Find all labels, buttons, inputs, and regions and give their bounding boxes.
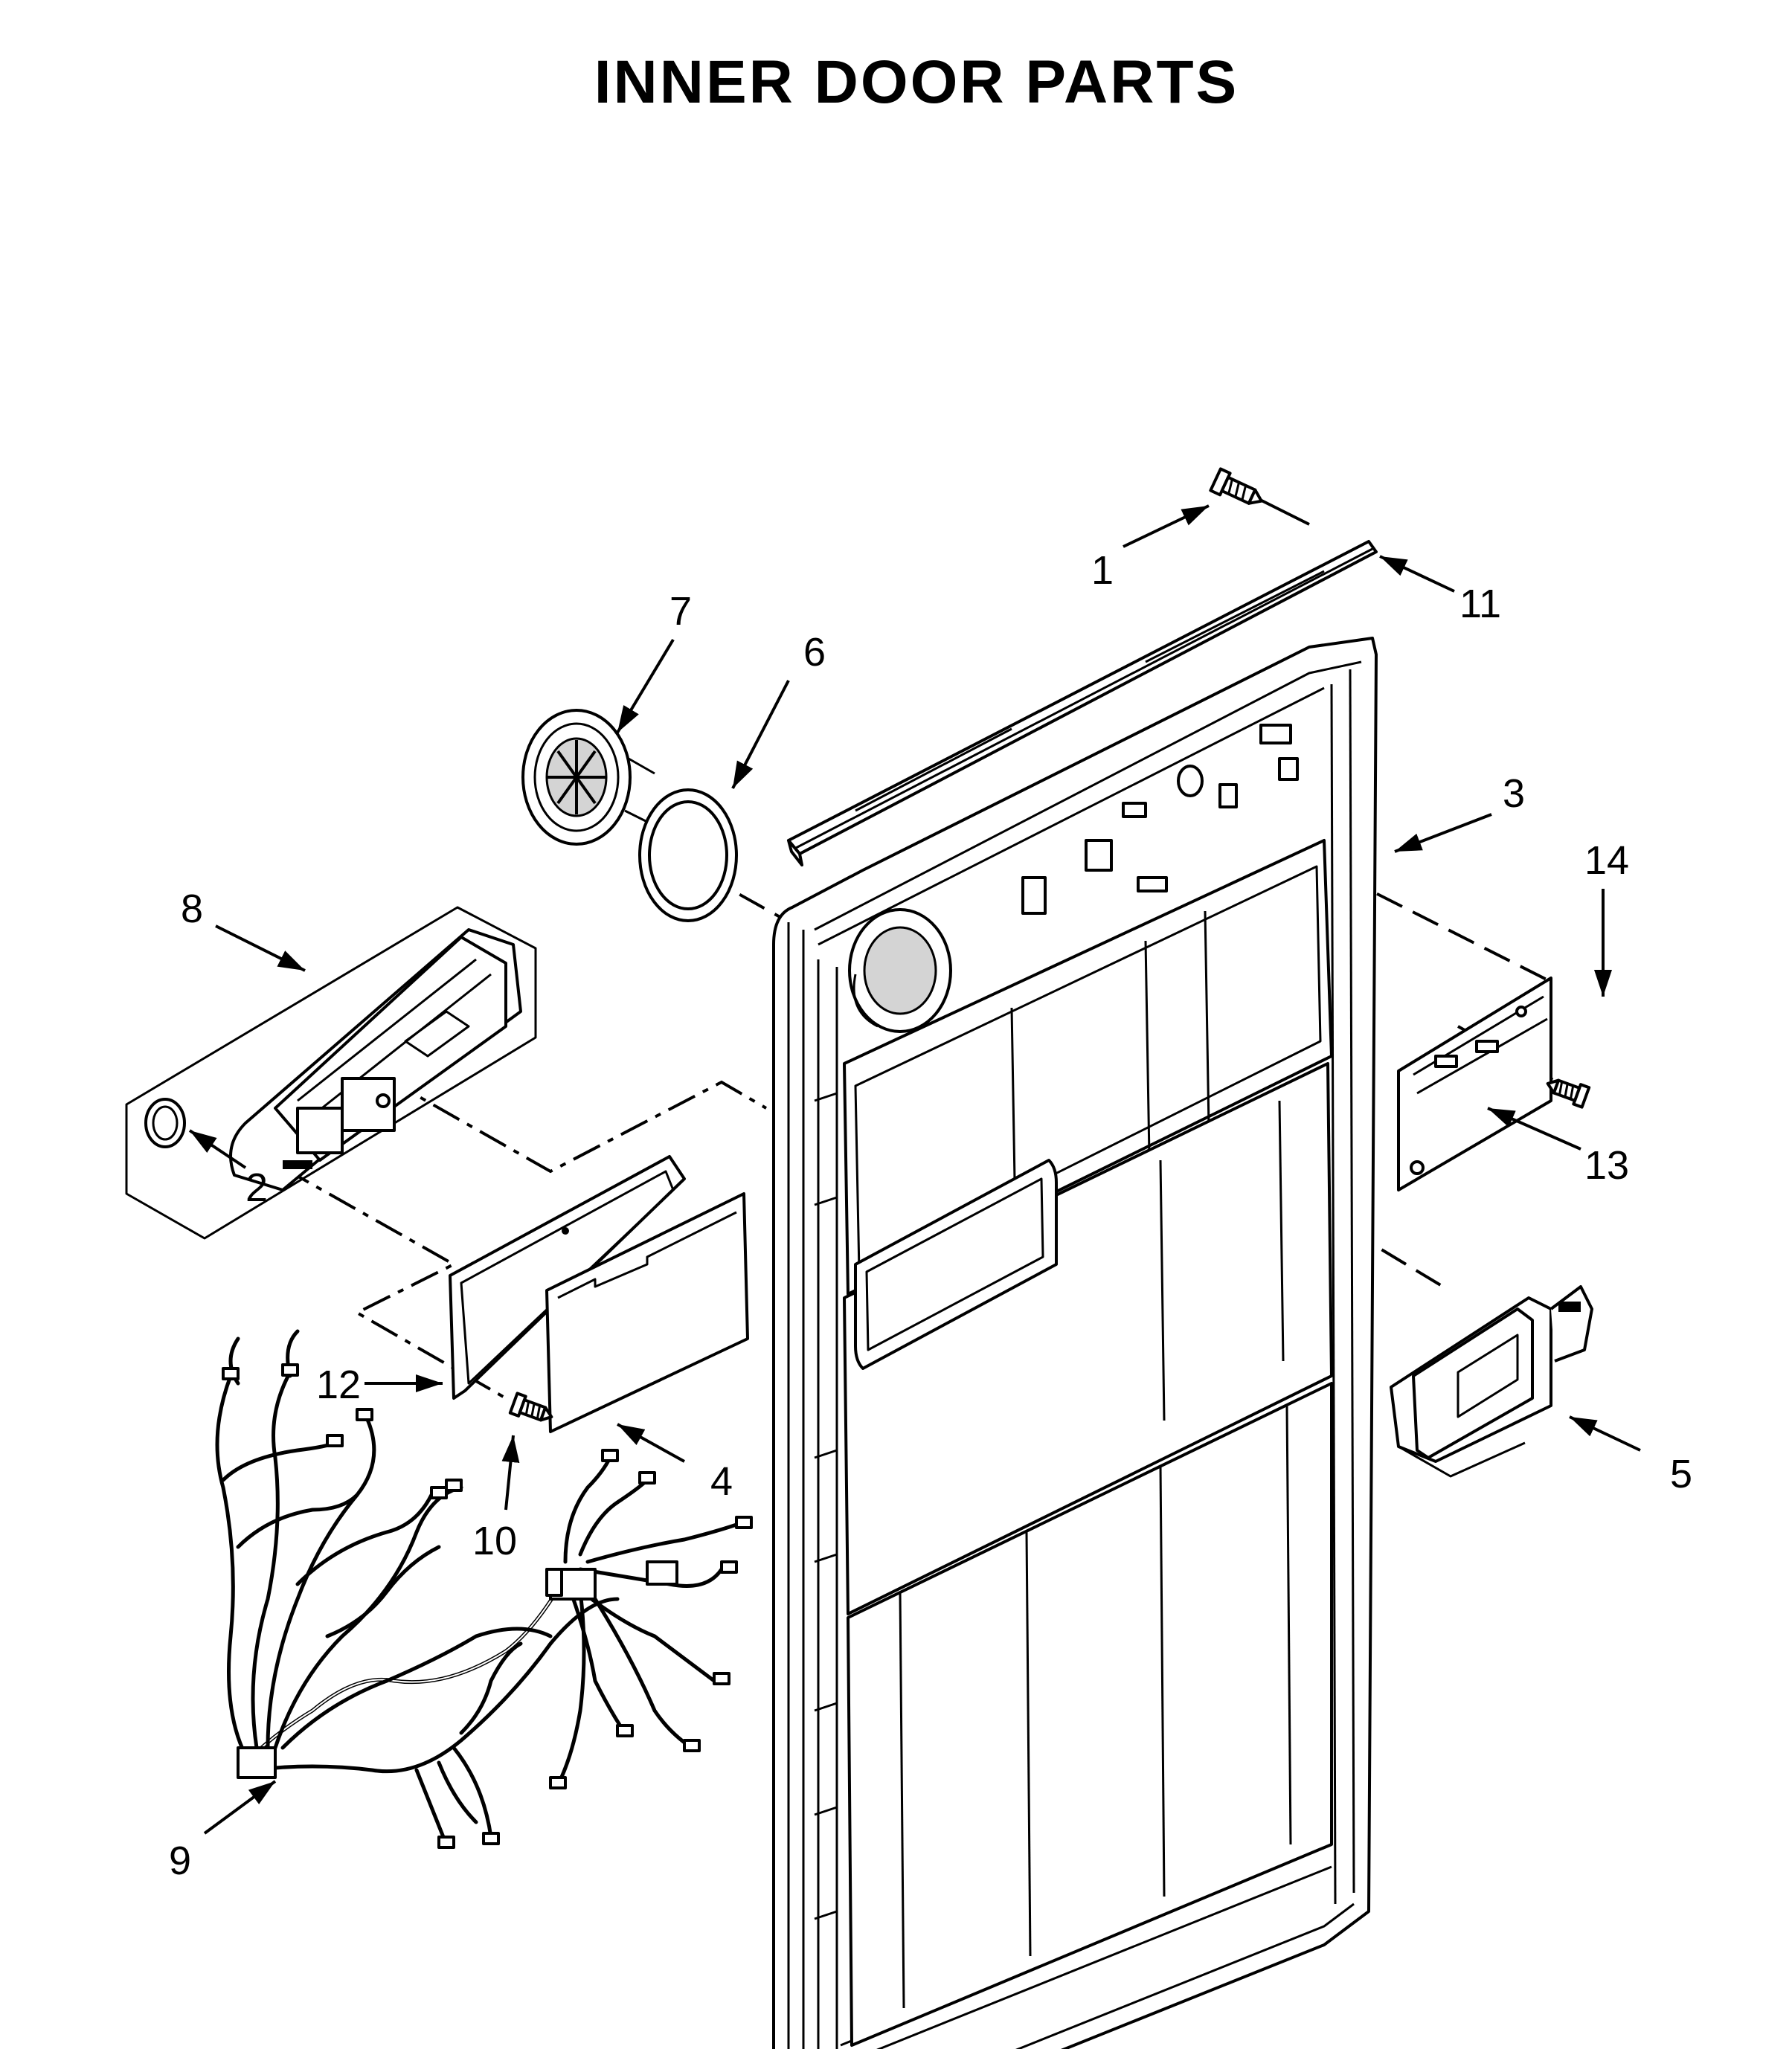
callout-3: 3 [1503, 771, 1525, 816]
part-cover-panel [545, 1192, 749, 1433]
part-screw-14 [1546, 1078, 1591, 1109]
callout-2: 2 [245, 1165, 268, 1210]
callout-6: 6 [803, 630, 826, 675]
callout-13: 13 [1584, 1143, 1629, 1188]
callout-8: 8 [181, 887, 203, 931]
callout-7: 7 [669, 589, 692, 634]
callout-labels: 1 11 3 14 13 5 7 6 8 2 12 10 4 9 [169, 548, 1692, 1883]
part-vent-cap [521, 709, 655, 846]
callout-10: 10 [472, 1519, 517, 1563]
part-gasket-ring [638, 788, 738, 922]
callout-5: 5 [1670, 1452, 1692, 1496]
part-dispenser [1390, 1285, 1593, 1478]
callout-arrows [188, 504, 1641, 1835]
diagram-title: INNER DOOR PARTS [594, 48, 1239, 116]
part-latch-bracket [1397, 977, 1552, 1191]
callout-11: 11 [1459, 582, 1501, 626]
part-screw-10 [508, 1392, 553, 1422]
callout-14: 14 [1584, 838, 1629, 883]
part-screw-1 [1209, 467, 1263, 505]
callout-12: 12 [316, 1363, 361, 1407]
callout-9: 9 [169, 1839, 191, 1883]
part-control-module [125, 906, 537, 1240]
part-top-trim [787, 540, 1378, 866]
callout-1: 1 [1091, 548, 1114, 593]
callout-4: 4 [710, 1459, 733, 1504]
part-inner-door [772, 637, 1378, 2049]
part-wire-harness [215, 1329, 753, 1849]
